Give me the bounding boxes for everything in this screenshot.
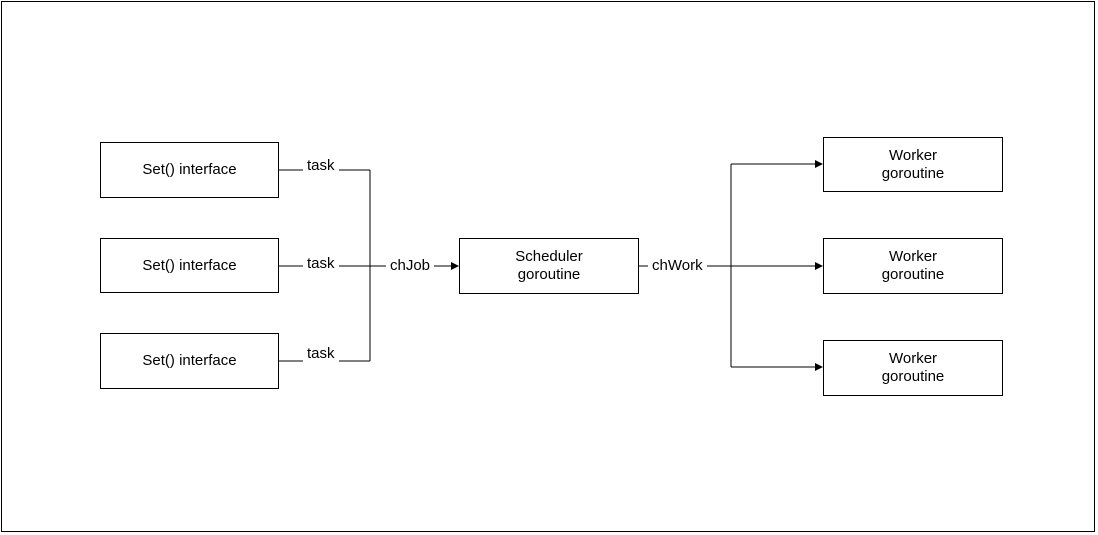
- scheduler-box: Scheduler goroutine: [459, 238, 639, 294]
- set-interface-box-2: Set() interface: [100, 238, 279, 293]
- set-interface-label: Set() interface: [142, 256, 237, 274]
- set-interface-label: Set() interface: [142, 161, 237, 178]
- worker-box-1: Worker goroutine: [823, 137, 1003, 192]
- worker-label: Worker goroutine: [881, 146, 945, 182]
- task-label-3: task: [303, 345, 339, 363]
- task-label-1: task: [303, 157, 339, 175]
- chwork-label: chWork: [648, 257, 707, 275]
- chjob-label: chJob: [386, 257, 435, 275]
- set-interface-box-1: Set() interface: [100, 142, 279, 198]
- worker-label: Worker goroutine: [881, 350, 945, 385]
- task-label-2: task: [303, 255, 339, 273]
- set-interface-box-3: Set() interface: [100, 333, 279, 389]
- worker-label: Worker goroutine: [881, 248, 945, 283]
- worker-box-3: Worker goroutine: [823, 340, 1003, 396]
- set-interface-label: Set() interface: [142, 352, 237, 369]
- scheduler-label: Scheduler goroutine: [515, 248, 583, 283]
- worker-box-2: Worker goroutine: [823, 238, 1003, 294]
